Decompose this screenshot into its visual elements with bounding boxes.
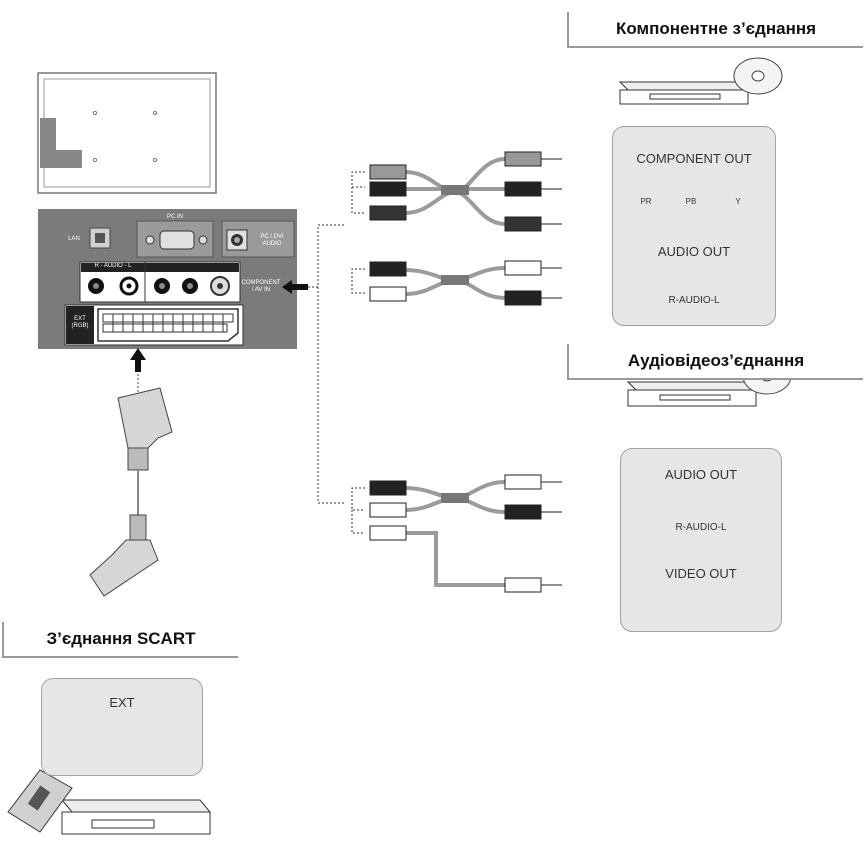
av-cable-bundle (351, 474, 562, 593)
ext-title: EXT (109, 695, 135, 710)
heading-component-connection: Компонентне з’єднання (567, 12, 863, 48)
component-audio-out-title: AUDIO OUT (657, 244, 731, 259)
scart-ext-panel: EXT (41, 678, 203, 776)
jack-label-pr: PR (640, 197, 652, 206)
av-video-out-title: VIDEO OUT (665, 566, 737, 581)
tv-component-av-in-label: COMPONENT / AV IN (241, 280, 281, 293)
vcr-device (7, 769, 212, 835)
dvd-player-top (618, 57, 783, 105)
heading-scart-connection: З’єднання SCART (2, 622, 238, 658)
scart-cable (89, 374, 173, 597)
av-audio-jack-label: R-AUDIO-L (675, 522, 727, 533)
component-out-title: COMPONENT OUT (636, 151, 752, 166)
dotted-connection-lines (308, 224, 345, 504)
av-out-panel: AUDIO OUT R-AUDIO-L VIDEO OUT (620, 448, 782, 632)
jack-label-pb: PB (685, 197, 697, 206)
tv-back-outline (37, 72, 217, 194)
tv-lan-label: LAN (68, 236, 80, 242)
av-audio-out-title: AUDIO OUT (664, 467, 738, 482)
tv-pc-in-label: PC IN (166, 214, 183, 220)
tv-ext-rgb-label: EXT (RGB) (71, 316, 89, 329)
tv-audio-row-label: R - AUDIO - L (94, 263, 132, 269)
tv-pc-dvi-audio-label: PC / DVI AUDIO (260, 234, 284, 247)
heading-av-connection: Аудіовідеоз’єднання (567, 344, 863, 380)
tv-connector-panel (38, 209, 308, 372)
component-cable-bundle (351, 151, 562, 306)
jack-label-y: Y (735, 197, 741, 206)
component-audio-jack-label: R-AUDIO-L (668, 295, 720, 306)
component-out-panel: COMPONENT OUT PR PB Y AUDIO OUT R-AUDIO-… (612, 126, 776, 326)
